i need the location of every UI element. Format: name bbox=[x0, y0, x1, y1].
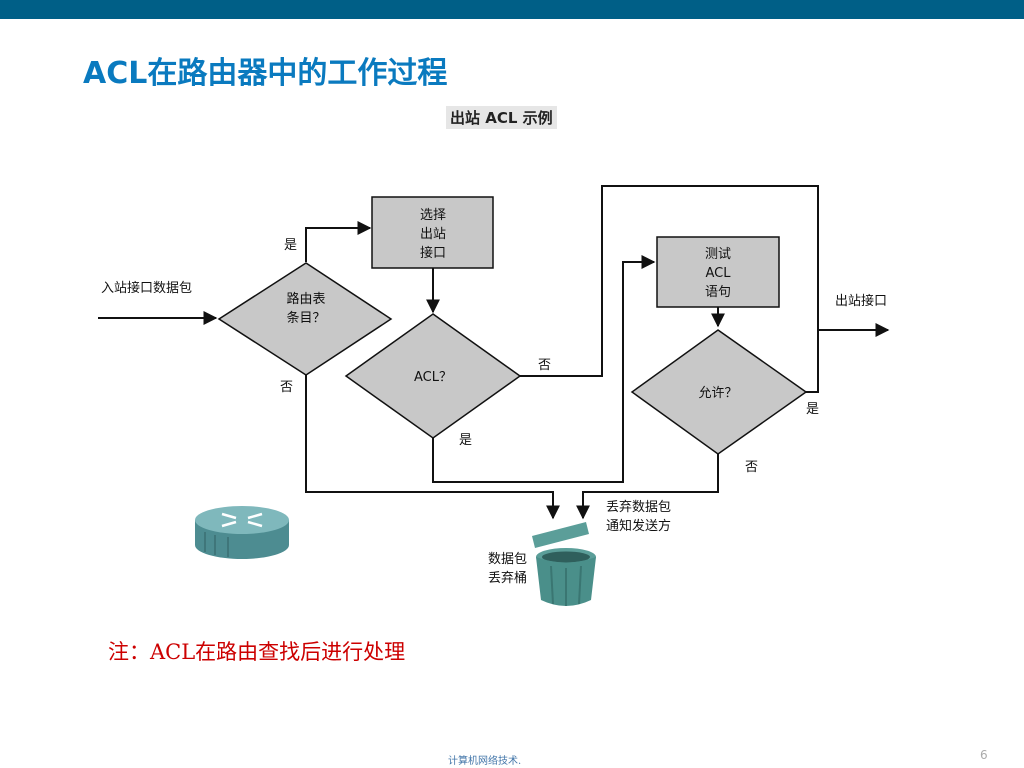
connectors bbox=[98, 185, 890, 520]
page-number: 6 bbox=[980, 748, 988, 762]
test-acl-box bbox=[656, 236, 780, 308]
footer-text: 计算机网络技术. bbox=[448, 756, 522, 767]
note-text: 注：ACL在路由查找后进行处理 bbox=[108, 640, 406, 664]
top-bar bbox=[0, 0, 1024, 19]
permit-decision bbox=[630, 329, 808, 455]
outbound-interface-label: 出站接口 bbox=[835, 293, 887, 309]
route-entry-decision bbox=[217, 262, 393, 376]
discard-notify-line-2: 通知发送方 bbox=[606, 518, 671, 534]
permit-yes-line bbox=[806, 330, 819, 393]
route-no-arrow bbox=[305, 375, 560, 520]
acl-no-arrow bbox=[520, 185, 890, 377]
route-yes-label: 是 bbox=[284, 238, 297, 253]
acl-yes-arrow bbox=[432, 255, 656, 483]
acl-yes-label: 是 bbox=[459, 433, 472, 448]
select-interface-line-3: 接口 bbox=[420, 245, 446, 261]
diagram-caption: 出站 ACL 示例 bbox=[446, 106, 557, 129]
route-entry-line-2: 条目？ bbox=[286, 310, 325, 326]
select-interface-line-1: 选择 bbox=[420, 208, 446, 223]
select-interface-line-2: 出站 bbox=[420, 227, 446, 242]
permit-yes-label: 是 bbox=[806, 402, 819, 417]
acl-decision bbox=[344, 313, 522, 439]
permit-decision-label: 允许？ bbox=[698, 385, 737, 401]
trash-bin-icon bbox=[532, 522, 596, 606]
router-icon bbox=[195, 506, 289, 559]
route-yes-arrow bbox=[305, 221, 372, 262]
test-acl-line-2: ACL bbox=[706, 266, 732, 281]
discard-notify-line-1: 丢弃数据包 bbox=[606, 500, 671, 515]
route-no-label: 否 bbox=[280, 380, 293, 395]
slide-title: ACL在路由器中的工作过程 bbox=[83, 56, 448, 91]
permit-no-arrow bbox=[576, 454, 719, 520]
packet-bin-line-1: 数据包 bbox=[488, 552, 527, 567]
acl-decision-label: ACL？ bbox=[414, 370, 452, 385]
select-interface-box bbox=[371, 196, 494, 269]
packet-bin-line-2: 丢弃桶 bbox=[488, 571, 527, 586]
test-acl-line-1: 测试 bbox=[705, 247, 731, 262]
inbound-packet-label: 入站接口数据包 bbox=[101, 280, 192, 296]
acl-no-label: 否 bbox=[538, 358, 551, 373]
test-acl-line-3: 语句 bbox=[705, 285, 731, 300]
permit-no-label: 否 bbox=[745, 460, 758, 475]
route-entry-line-1: 路由表 bbox=[286, 291, 325, 307]
